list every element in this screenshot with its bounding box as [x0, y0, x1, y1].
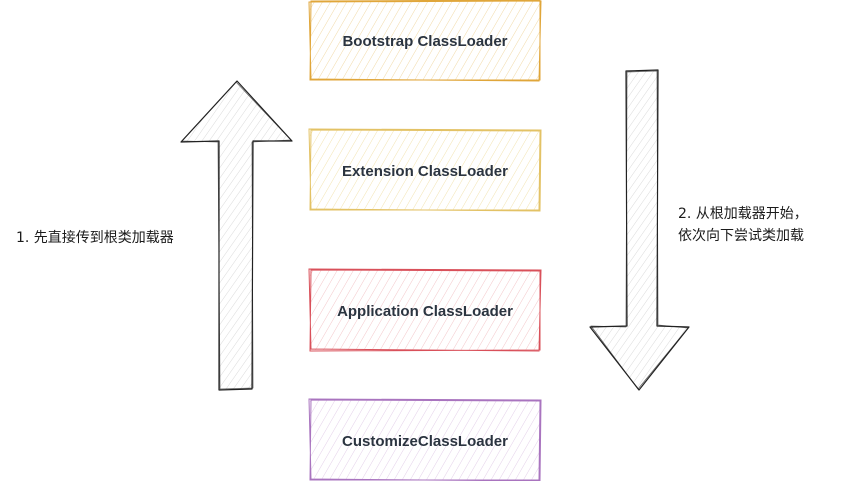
left-note-text: 1. 先直接传到根类加载器 — [16, 230, 174, 246]
box-customize-classloader: CustomizeClassLoader — [308, 398, 542, 481]
right-note-line2: 依次向下尝试类加载 — [678, 228, 804, 244]
box-customize-border — [308, 398, 542, 481]
box-customize-label: CustomizeClassLoader — [342, 433, 508, 450]
box-bootstrap-classloader: Bootstrap ClassLoader — [308, 0, 542, 82]
left-note: 1. 先直接传到根类加载器 — [16, 227, 174, 249]
box-application-label: Application ClassLoader — [337, 303, 513, 320]
up-arrow — [180, 80, 293, 391]
box-application-border — [308, 268, 542, 352]
right-note: 2. 从根加载器开始， 依次向下尝试类加载 — [678, 203, 808, 247]
right-note-line1: 2. 从根加载器开始， — [678, 206, 808, 222]
box-bootstrap-bg — [310, 1, 540, 80]
box-application-classloader: Application ClassLoader — [308, 268, 542, 352]
box-customize-bg — [310, 400, 540, 480]
down-arrow — [589, 69, 690, 391]
box-extension-label: Extension ClassLoader — [342, 163, 508, 180]
box-bootstrap-label: Bootstrap ClassLoader — [342, 33, 507, 50]
box-extension-bg — [310, 130, 540, 210]
box-bootstrap-border — [308, 0, 542, 82]
box-extension-border — [308, 128, 542, 212]
box-application-bg — [310, 270, 540, 350]
box-extension-classloader: Extension ClassLoader — [308, 128, 542, 212]
